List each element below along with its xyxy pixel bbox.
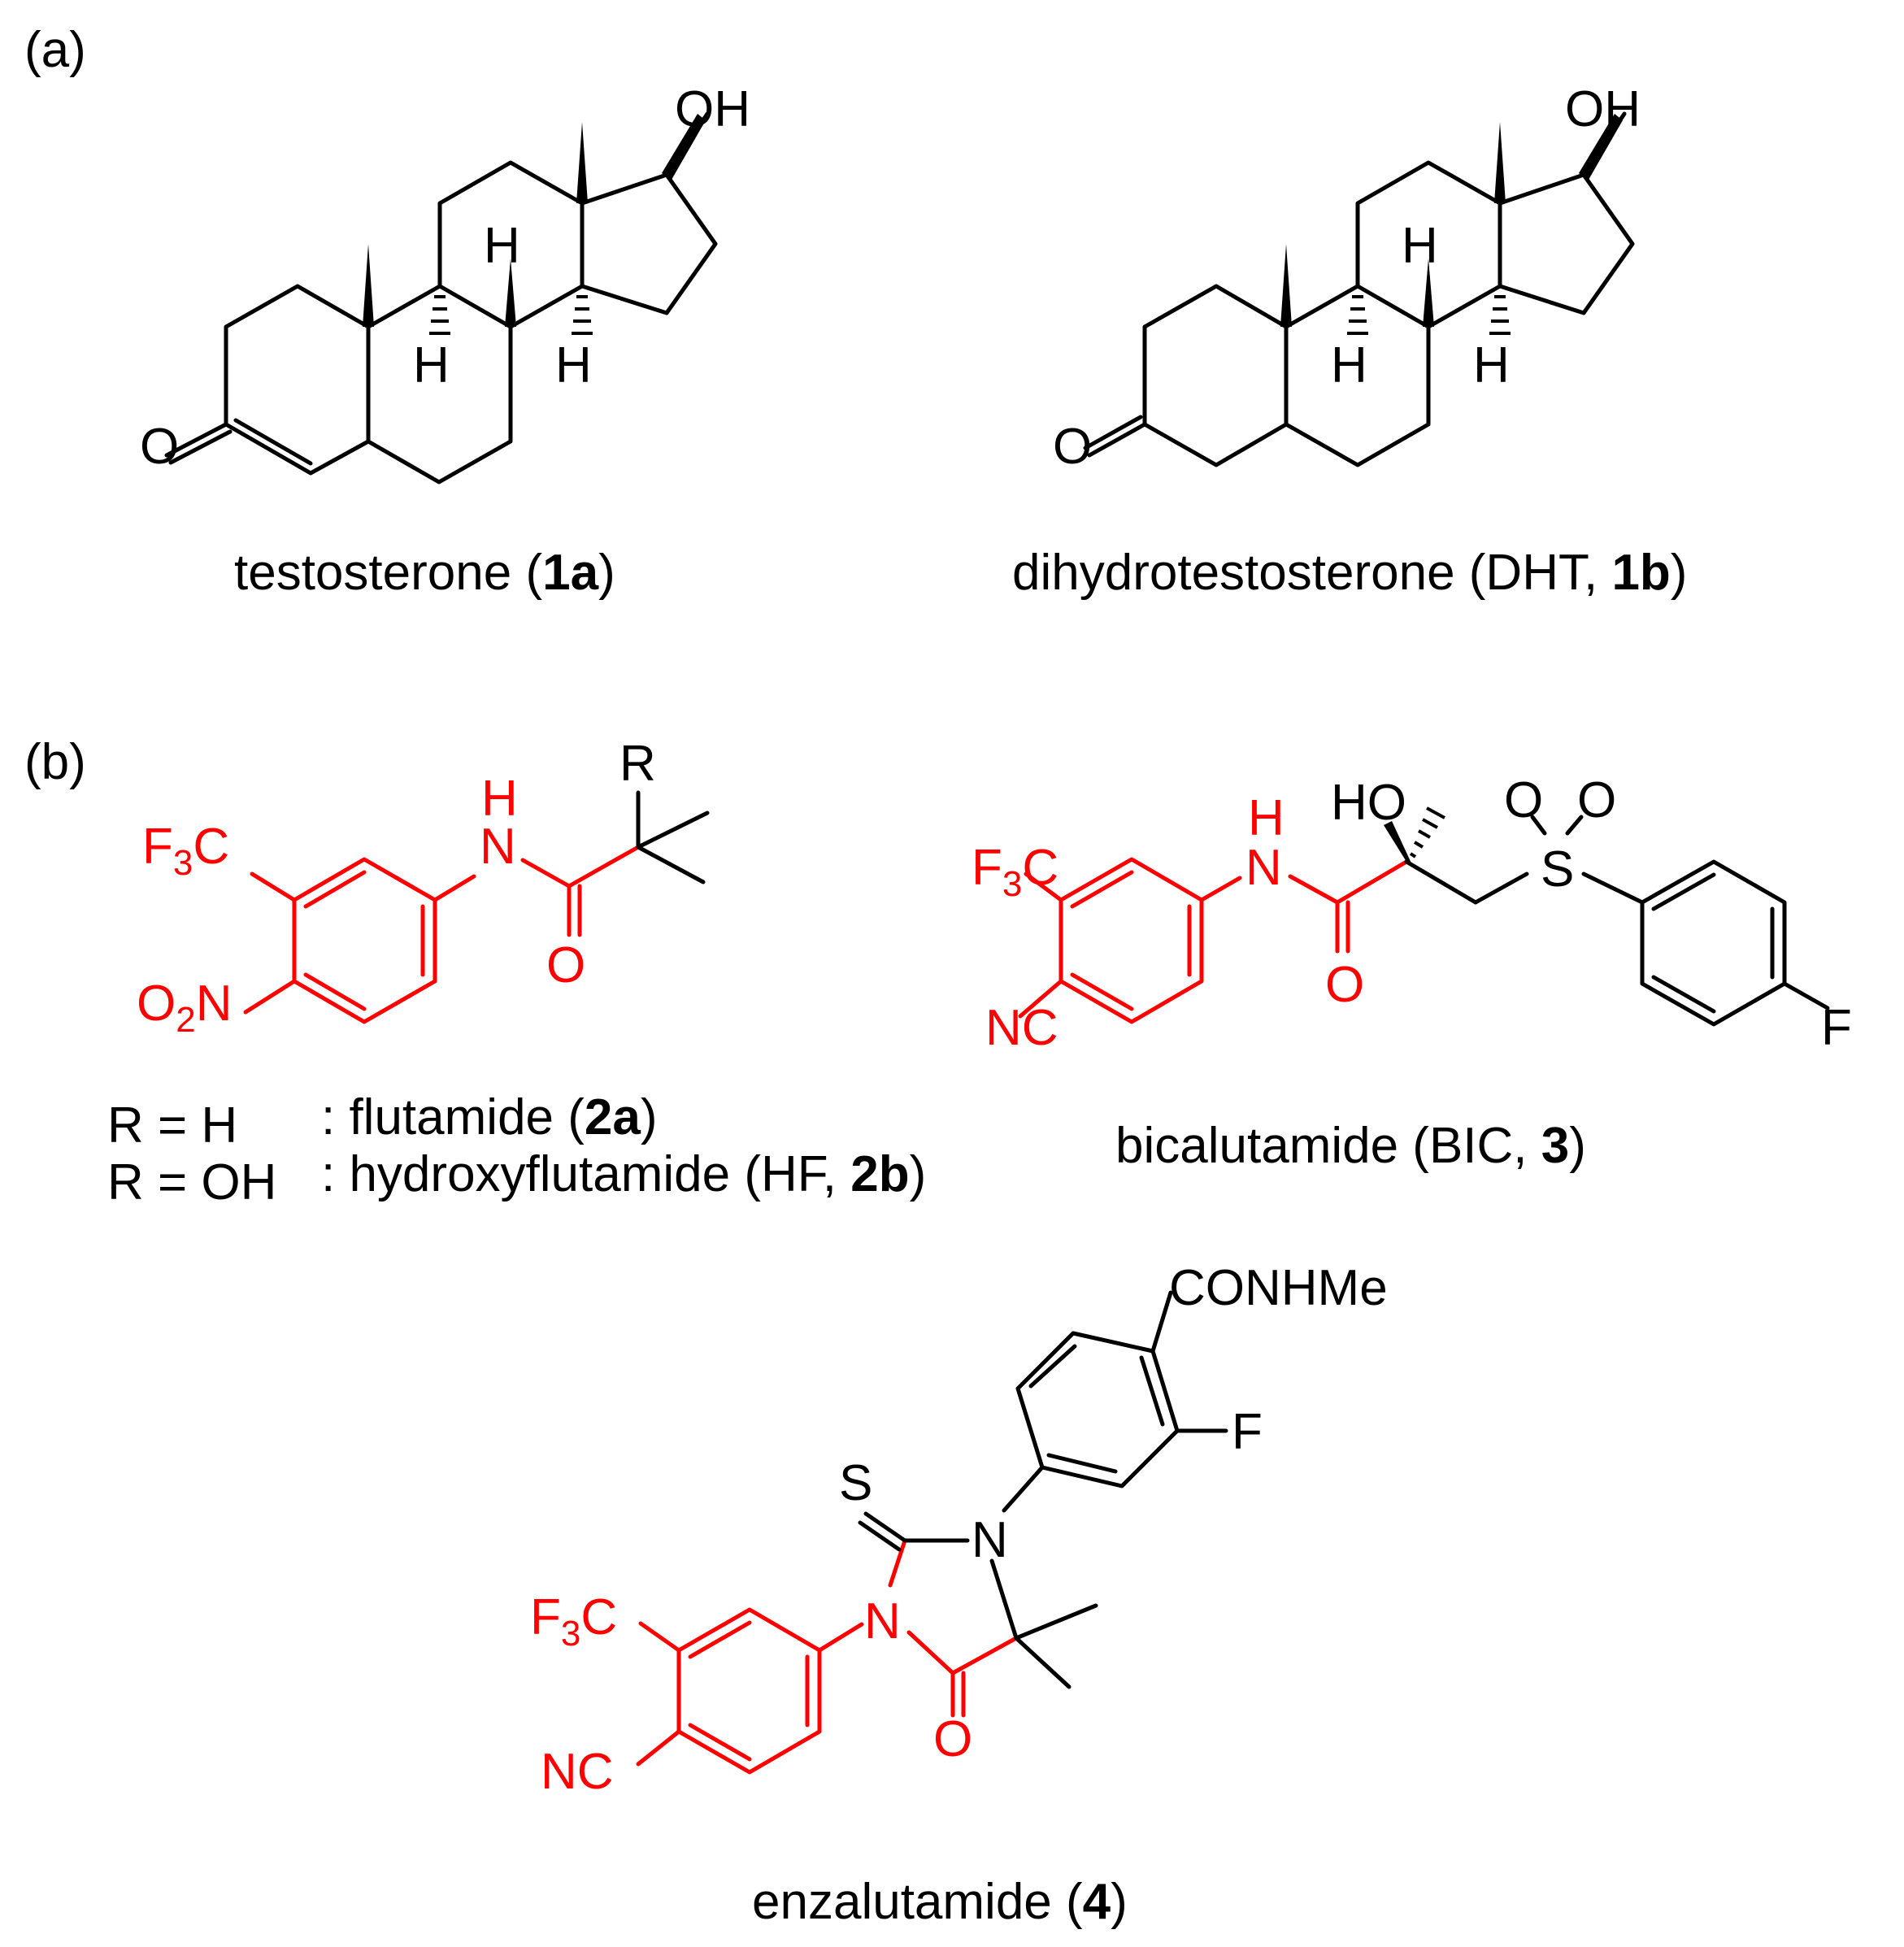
caption-hydroxyflutamide: : hydroxyflutamide (HF, 2b) — [321, 1146, 926, 1202]
atom-conhme-enzalutamide: CONHMe — [1169, 1260, 1388, 1316]
atom-s-bicalutamide: S — [1541, 841, 1574, 897]
testosterone-labels: O OH H H H — [140, 81, 750, 475]
atom-o-amide-bicalutamide: O — [1325, 957, 1364, 1013]
atom-h-14-dht: H — [1473, 337, 1510, 393]
atom-o-amide-flutamide: O — [546, 937, 585, 993]
caption-enzalutamide: enzalutamide (4) — [752, 1874, 1128, 1930]
atom-o-carbonyl-dht: O — [1053, 419, 1092, 475]
atom-f3c-enzalutamide: F3C — [530, 1589, 617, 1654]
atom-n-amide-bicalutamide: N — [1245, 840, 1282, 896]
panel-label-b: (b) — [24, 734, 86, 790]
r-definition-h: R = H — [107, 1097, 237, 1154]
atom-o-enzalutamide: O — [933, 1711, 972, 1767]
atom-f3c-bicalutamide: F3C — [972, 840, 1059, 904]
atom-nc-enzalutamide: NC — [541, 1744, 614, 1800]
atom-h-8: H — [484, 218, 520, 274]
flutamide-labels: F3C O2N H N O R — [137, 736, 656, 1040]
atom-h-9-dht: H — [1331, 337, 1367, 393]
atom-h-14: H — [555, 337, 592, 393]
atom-f3c-flutamide: F3C — [142, 819, 229, 883]
dht-labels: O OH H H H — [1053, 81, 1641, 475]
atom-h-amide-flutamide: H — [481, 771, 518, 827]
atom-h-8-dht: H — [1402, 218, 1438, 274]
atom-oh-dht: OH — [1565, 81, 1641, 137]
atom-r-flutamide: R — [619, 736, 656, 792]
bicalutamide-stereo — [1384, 806, 1445, 867]
atom-s-enzalutamide: S — [839, 1455, 872, 1511]
atom-nc-bicalutamide: NC — [985, 1000, 1059, 1056]
dht-wedges — [1280, 114, 1623, 327]
atom-n1-enzalutamide: N — [864, 1593, 901, 1649]
panel-label-a: (a) — [24, 22, 86, 78]
caption-testosterone: testosterone (1a) — [234, 545, 615, 601]
atom-o-carbonyl: O — [140, 419, 179, 475]
atom-n-amide-flutamide: N — [480, 819, 516, 875]
bicalutamide-structure — [1018, 815, 1830, 1027]
atom-n3-enzalutamide: N — [972, 1512, 1008, 1568]
atom-f-enzalutamide: F — [1232, 1404, 1263, 1460]
atom-h-amide-bicalutamide: H — [1248, 790, 1285, 846]
caption-flutamide: : flutamide (2a) — [321, 1089, 658, 1145]
bicalutamide-labels: F3C NC H N O HO S O O F — [972, 772, 1852, 1056]
flutamide-structure — [243, 790, 710, 1024]
r-definition-oh: R = OH — [107, 1154, 276, 1210]
atom-oh: OH — [675, 81, 750, 137]
atom-ho-bicalutamide: HO — [1331, 775, 1406, 831]
dht-structure — [1083, 111, 1635, 467]
enzalutamide-structure — [636, 1290, 1228, 1775]
testosterone-hashes — [429, 295, 593, 335]
caption-bicalutamide: bicalutamide (BIC, 3) — [1115, 1118, 1586, 1174]
atom-o-sulfonyl-2: O — [1577, 772, 1616, 828]
caption-dht: dihydrotestosterone (DHT, 1b) — [1012, 545, 1687, 601]
testosterone-structure — [164, 111, 718, 485]
enzalutamide-labels: F3C NC N O N S F CONHMe — [530, 1260, 1388, 1800]
atom-o2n-flutamide: O2N — [137, 976, 233, 1040]
dht-hashes — [1347, 295, 1511, 335]
atom-h-9: H — [413, 337, 450, 393]
atom-o-sulfonyl-1: O — [1504, 772, 1543, 828]
atom-f-bicalutamide: F — [1821, 1000, 1852, 1056]
testosterone-wedges — [363, 114, 706, 327]
